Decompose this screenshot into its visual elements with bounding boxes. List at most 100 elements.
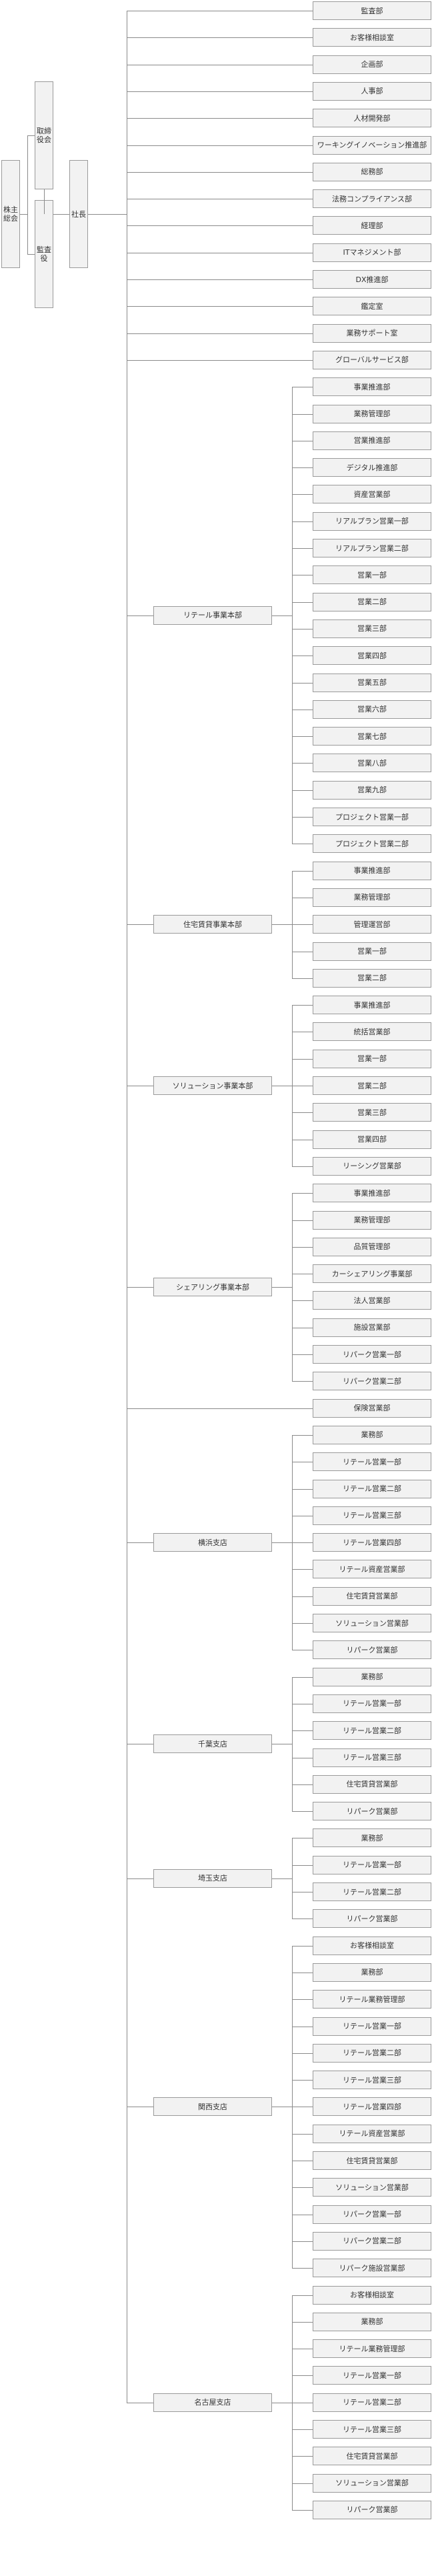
sub-spine (292, 1434, 293, 1650)
sub-department-box: 営業一部 (313, 942, 431, 961)
sub-department-box: 業務管理部 (313, 404, 431, 423)
sub-department-box: ソリューション営業部 (313, 2473, 431, 2493)
department-box: 企画部 (313, 55, 431, 74)
sub-department-box: リテール営業二部 (313, 1479, 431, 1498)
sub-department-box: 営業四部 (313, 1130, 431, 1149)
branch-connector (127, 171, 313, 173)
sub-connector (292, 1623, 313, 1624)
sub-connector (292, 2053, 313, 2054)
sub-department-box: 営業推進部 (313, 431, 431, 450)
department-box: グローバルサービス部 (313, 350, 431, 369)
branch-connector (127, 333, 313, 334)
sub-connector (292, 2509, 313, 2511)
department-box: 法務コンプライアンス部 (313, 189, 431, 209)
branch-connector (127, 1878, 153, 1879)
sub-department-box: 営業五部 (313, 673, 431, 692)
sub-connector (292, 2080, 313, 2081)
sub-department-box: リパーク営業一部 (313, 1345, 431, 1364)
sub-connector (292, 2321, 313, 2323)
sub-connector (292, 1381, 313, 1382)
sub-department-box: リパーク施設営業部 (313, 2259, 431, 2278)
sub-department-box: 営業二部 (313, 1076, 431, 1095)
sub-spine (292, 1838, 293, 1919)
connector-line (27, 135, 28, 254)
branch-connector (127, 359, 313, 361)
sub-connector (292, 494, 313, 495)
sub-connector (292, 2133, 313, 2135)
branch-box: 名古屋支店 (153, 2393, 272, 2412)
sub-department-box: お客様相談室 (313, 1936, 431, 1955)
sub-connector (292, 978, 313, 979)
connector-line (27, 135, 35, 136)
board-of-directors-box: 取締役会 (35, 81, 53, 189)
sub-connector (292, 2375, 313, 2377)
department-box: ワーキングイノベーション推進部 (313, 135, 431, 155)
sub-department-box: リパーク営業部 (313, 1640, 431, 1660)
sub-connector (292, 2268, 313, 2269)
branch-box: 関西支店 (153, 2097, 272, 2117)
sub-connector (272, 1287, 292, 1288)
sub-department-box: 管理運営部 (313, 915, 431, 934)
branch-connector (127, 924, 153, 926)
sub-department-box: リテール営業一部 (313, 1855, 431, 1874)
branch-connector (127, 225, 313, 227)
sub-connector (292, 1784, 313, 1785)
sub-department-box: 業務管理部 (313, 888, 431, 907)
sub-connector (292, 1220, 313, 1221)
sub-department-box: 営業六部 (313, 700, 431, 719)
sub-department-box: 法人営業部 (313, 1291, 431, 1310)
sub-connector (292, 2295, 313, 2296)
sub-connector (292, 763, 313, 764)
sub-department-box: リテール営業二部 (313, 1721, 431, 1740)
sub-connector (292, 521, 313, 522)
sub-department-box: 業務部 (313, 1425, 431, 1444)
sub-connector (292, 601, 313, 603)
sub-department-box: カーシェアリング事業部 (313, 1264, 431, 1284)
sub-department-box: 施設営業部 (313, 1318, 431, 1337)
sub-department-box: ソリューション営業部 (313, 1614, 431, 1632)
connector-line (88, 214, 127, 215)
sub-department-box: リテール営業四部 (313, 2097, 431, 2117)
sub-department-box: 営業七部 (313, 727, 431, 746)
sub-department-box: リテール営業三部 (313, 2071, 431, 2090)
sub-department-box: リパーク営業二部 (313, 2231, 431, 2251)
sub-spine (292, 870, 293, 978)
sub-spine (292, 1676, 293, 1812)
sub-department-box: リテール営業三部 (313, 2420, 431, 2439)
president-box: 社長 (69, 160, 88, 268)
sub-department-box: リテール営業四部 (313, 1533, 431, 1552)
sub-connector (292, 1058, 313, 1060)
branch-connector (127, 1287, 153, 1288)
sub-department-box: リテール資産営業部 (313, 2124, 431, 2143)
sub-connector (292, 2187, 313, 2189)
department-box: 保険営業部 (313, 1398, 431, 1418)
sub-department-box: プロジェクト営業一部 (313, 808, 431, 826)
sub-department-box: 品質管理部 (313, 1237, 431, 1256)
department-box: ITマネジメント部 (313, 243, 431, 262)
sub-connector (292, 790, 313, 791)
sub-connector (292, 2483, 313, 2484)
sub-department-box: リテール資産営業部 (313, 1560, 431, 1579)
sub-spine (292, 2295, 293, 2510)
sub-department-box: リテール業務管理部 (313, 2339, 431, 2359)
sub-connector (292, 548, 313, 549)
sub-department-box: リパーク営業部 (313, 2500, 431, 2519)
sub-connector (292, 1542, 313, 1544)
sub-connector (292, 1166, 313, 1167)
sub-department-box: リアルプラン営業一部 (313, 511, 431, 531)
department-box: DX推進部 (313, 270, 431, 289)
sub-connector (292, 2241, 313, 2242)
sub-connector (292, 1569, 313, 1570)
sub-department-box: 事業推進部 (313, 861, 431, 880)
sub-spine (292, 1193, 293, 1382)
department-box: 人材開発部 (313, 109, 431, 128)
sub-connector (292, 2456, 313, 2457)
sub-connector (292, 1918, 313, 1920)
sub-department-box: 資産営業部 (313, 485, 431, 504)
sub-connector (292, 2429, 313, 2430)
sub-department-box: 住宅賃貸営業部 (313, 1586, 431, 1606)
sub-department-box: リテール営業一部 (313, 2017, 431, 2036)
sub-department-box: 事業推進部 (313, 996, 431, 1015)
sub-connector (292, 1246, 313, 1248)
